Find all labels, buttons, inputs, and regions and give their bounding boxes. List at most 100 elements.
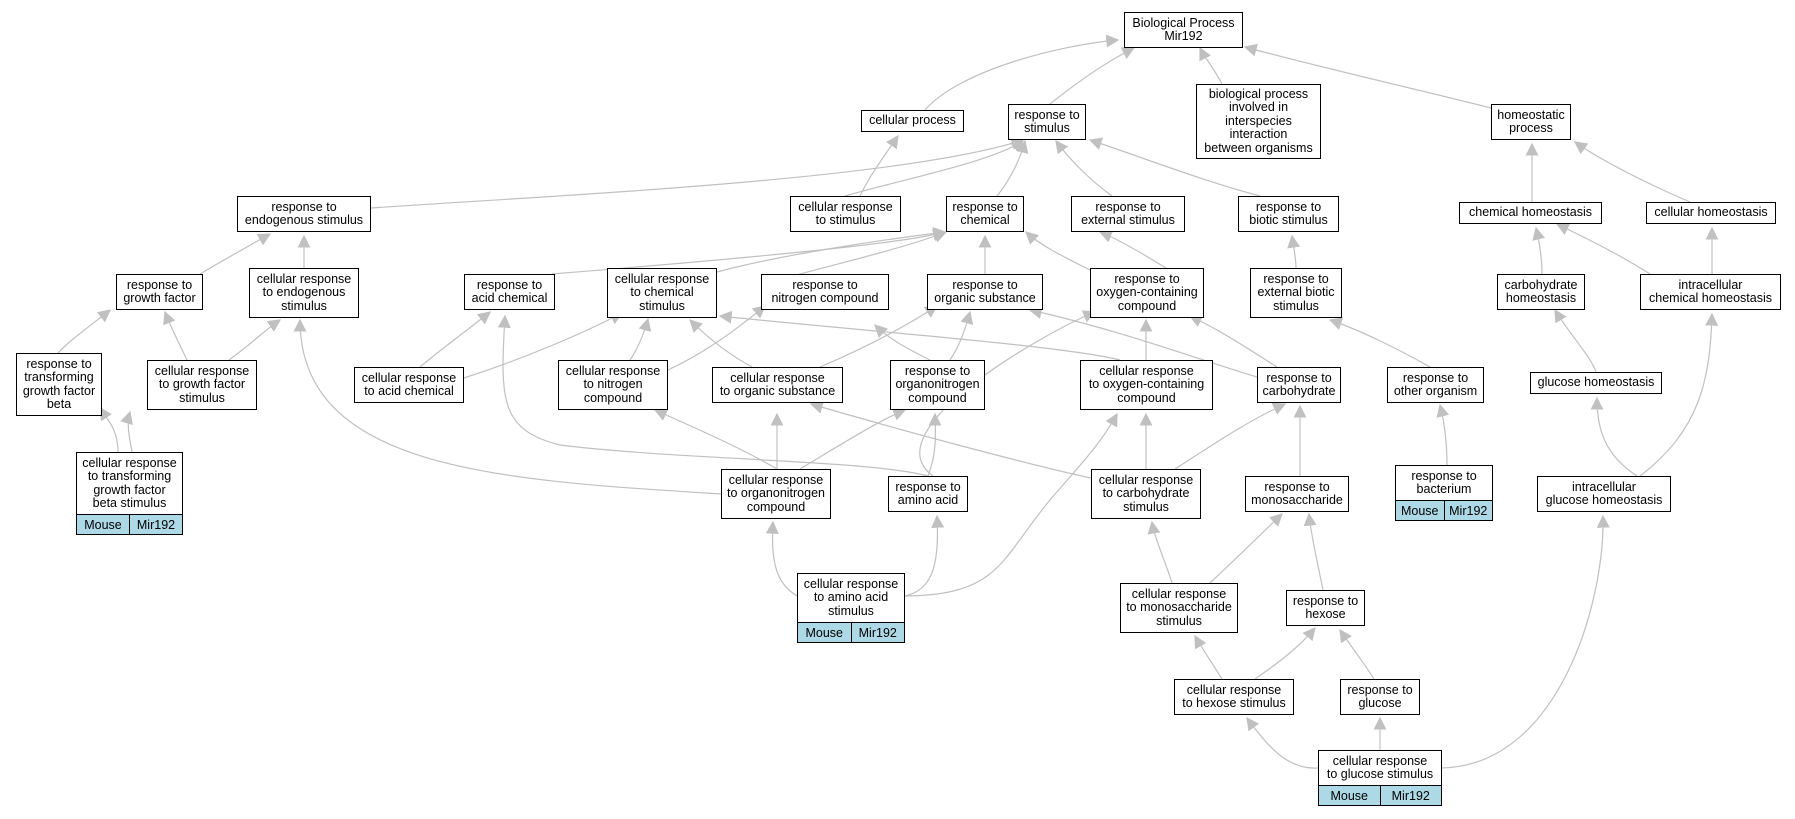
node-response-to-biotic-stimulus[interactable]: response to biotic stimulus (1238, 196, 1339, 232)
node-cellular-response-to-acid-chemical[interactable]: cellular response to acid chemical (354, 367, 464, 403)
edge-19 (1025, 231, 1091, 271)
node-cellular-response-to-glucose-stimulus[interactable]: cellular response to glucose stimulus (1318, 750, 1442, 786)
node-intracellular-glucose-homeostasis[interactable]: intracellular glucose homeostasis (1537, 476, 1671, 512)
node-cellular-response-to-carbohydrate-stimulus[interactable]: cellular response to carbohydrate stimul… (1091, 469, 1201, 519)
edge-29 (463, 312, 624, 379)
edge-3 (1199, 46, 1223, 85)
edge-65 (1254, 627, 1316, 680)
node-response-to-acid-chemical[interactable]: response to acid chemical (464, 274, 555, 310)
edge-26 (163, 310, 188, 361)
node-cellular-process[interactable]: cellular process (861, 110, 964, 132)
node-response-to-oxygen-containing-compound[interactable]: response to oxygen-containing compound (1090, 268, 1204, 318)
edge-61 (1147, 520, 1173, 584)
node-cellular-response-to-monosaccharide-stimulus[interactable]: cellular response to monosaccharide stim… (1120, 583, 1238, 633)
node-cellular-response-to-organonitrogen-compound[interactable]: cellular response to organonitrogen comp… (721, 469, 831, 519)
edge-63 (1303, 512, 1324, 591)
edge-13 (199, 233, 272, 275)
node-response-to-hexose[interactable]: response to hexose (1286, 590, 1365, 626)
node-cellular-response-to-endogenous-stimulus[interactable]: cellular response to endogenous stimulus (249, 268, 359, 318)
node-response-to-nitrogen-compound[interactable]: response to nitrogen compound (761, 274, 889, 310)
node-response-to-endogenous-stimulus[interactable]: response to endogenous stimulus (237, 196, 371, 232)
edge-16 (716, 226, 947, 273)
edge-45 (653, 408, 778, 470)
edge-56 (1590, 396, 1638, 477)
node-response-to-glucose[interactable]: response to glucose (1340, 679, 1420, 715)
edge-7 (844, 139, 1024, 197)
node-response-to-stimulus[interactable]: response to stimulus (1008, 104, 1086, 140)
node-cellular-response-to-hexose-stimulus[interactable]: cellular response to hexose stimulus (1174, 679, 1294, 715)
edge-59 (904, 514, 945, 597)
node-chemical-homeostasis[interactable]: chemical homeostasis (1459, 202, 1602, 224)
node-response-to-amino-acid[interactable]: response to amino acid (888, 476, 968, 512)
node-cellular-response-to-growth-factor-stimulus[interactable]: cellular response to growth factor stimu… (147, 360, 257, 410)
tagrow-cellular-response-to-tgfb-stimulus: Mouse Mir192 (76, 515, 183, 535)
edge-21 (1098, 230, 1167, 269)
edge-51 (809, 401, 1092, 479)
edge-6 (370, 137, 1025, 209)
node-bp-interspecies-interaction[interactable]: biological process involved in interspec… (1196, 84, 1321, 159)
edge-28 (419, 311, 492, 368)
node-response-to-transforming-growth-factor-beta[interactable]: response to transforming growth factor b… (16, 353, 102, 416)
tag-gene: Mir192 (1443, 501, 1493, 520)
node-response-to-external-biotic-stimulus[interactable]: response to external biotic stimulus (1250, 268, 1342, 318)
tag-organism: Mouse (84, 517, 122, 532)
edge-48 (497, 314, 929, 477)
node-response-to-other-organism[interactable]: response to other organism (1387, 367, 1484, 403)
node-response-to-external-stimulus[interactable]: response to external stimulus (1071, 196, 1185, 232)
tag-gene: Mir192 (850, 623, 905, 642)
edge-64 (1194, 634, 1223, 680)
node-cellular-response-to-oxygen-containing-compound[interactable]: cellular response to oxygen-containing c… (1080, 360, 1213, 410)
edge-27 (228, 319, 282, 361)
edge-20 (1287, 234, 1301, 269)
tagrow-response-to-bacterium: Mouse Mir192 (1395, 501, 1493, 521)
node-glucose-homeostasis[interactable]: glucose homeostasis (1530, 372, 1662, 394)
tag-organism: Mouse (805, 625, 844, 640)
edge-9 (1055, 139, 1113, 197)
tag-gene: Mir192 (129, 515, 182, 534)
edge-53 (1174, 402, 1287, 470)
edge-23 (1555, 223, 1651, 275)
edge-44 (293, 318, 722, 495)
node-cellular-response-to-stimulus[interactable]: cellular response to stimulus (790, 196, 901, 232)
edge-60 (904, 412, 1118, 597)
edge-62 (1209, 513, 1283, 584)
edge-2 (1049, 47, 1136, 105)
edge-40 (1328, 317, 1431, 368)
tagrow-cellular-response-to-glucose-stimulus: Mouse Mir192 (1318, 786, 1442, 806)
edge-22 (1532, 226, 1546, 275)
edge-55 (1436, 403, 1450, 466)
edge-12 (1573, 141, 1691, 203)
edge-25 (57, 309, 112, 354)
node-cellular-response-to-chemical-stimulus[interactable]: cellular response to chemical stimulus (607, 268, 717, 318)
edge-42 (120, 410, 133, 453)
edge-8 (996, 139, 1029, 197)
edge-58 (765, 520, 798, 597)
node-response-to-organonitrogen-compound[interactable]: response to organonitrogen compound (890, 360, 985, 410)
edge-66 (1339, 628, 1375, 680)
tag-organism: Mouse (1330, 788, 1369, 803)
node-response-to-organic-substance[interactable]: response to organic substance (927, 274, 1043, 310)
edge-34 (874, 324, 931, 361)
node-response-to-growth-factor[interactable]: response to growth factor (116, 274, 203, 310)
edge-1 (924, 34, 1120, 111)
node-response-to-bacterium[interactable]: response to bacterium (1395, 465, 1493, 501)
edge-4 (1243, 43, 1492, 109)
edge-47 (799, 408, 907, 470)
node-homeostatic-process[interactable]: homeostatic process (1491, 104, 1571, 140)
node-response-to-carbohydrate[interactable]: response to carbohydrate (1257, 367, 1341, 403)
node-response-to-monosaccharide[interactable]: response to monosaccharide (1245, 476, 1349, 512)
edge-43 (99, 406, 119, 453)
node-cellular-response-to-nitrogen-compound[interactable]: cellular response to nitrogen compound (558, 360, 668, 410)
edge-57 (1639, 312, 1719, 477)
node-intracellular-chemical-homeostasis[interactable]: intracellular chemical homeostasis (1640, 274, 1781, 310)
edge-38 (1028, 306, 1258, 378)
node-cellular-response-to-amino-acid-stimulus[interactable]: cellular response to amino acid stimulus (797, 573, 905, 623)
node-cellular-homeostasis[interactable]: cellular homeostasis (1646, 202, 1776, 224)
node-biological-process-root[interactable]: Biological Process Mir192 (1124, 12, 1243, 48)
node-cellular-response-to-tgfb-stimulus[interactable]: cellular response to transforming growth… (76, 452, 183, 515)
node-response-to-chemical[interactable]: response to chemical (946, 196, 1024, 232)
node-cellular-response-to-organic-substance[interactable]: cellular response to organic substance (712, 367, 843, 403)
node-carbohydrate-homeostasis[interactable]: carbohydrate homeostasis (1497, 274, 1585, 310)
